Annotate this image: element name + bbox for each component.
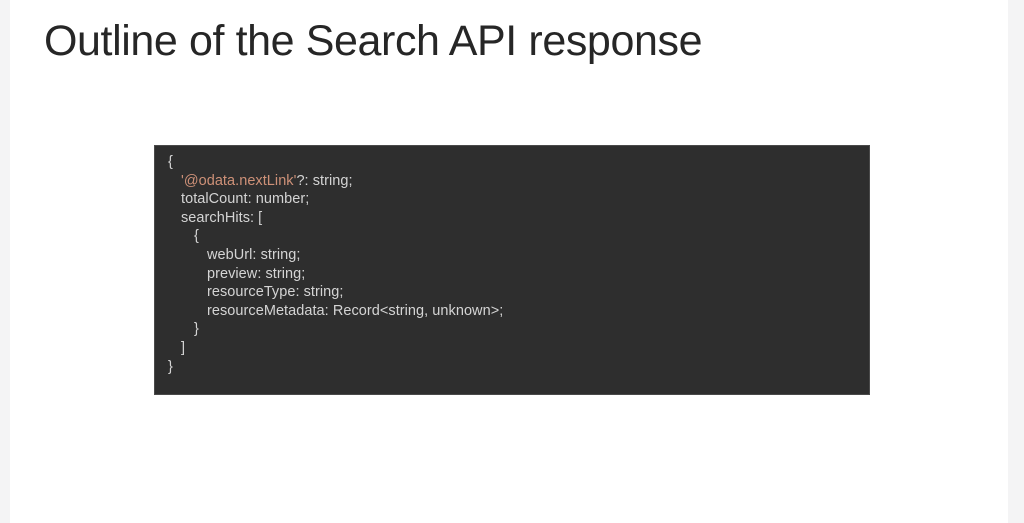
code-token-plain: ] — [181, 339, 186, 356]
slide-content-area: Outline of the Search API response { '@od… — [10, 0, 1008, 523]
code-line: } — [168, 320, 861, 339]
code-token-plain: resourceType: string; — [207, 284, 344, 301]
code-token-plain: totalCount: number; — [181, 191, 310, 208]
code-line: totalCount: number; — [168, 190, 861, 209]
code-line: } — [168, 358, 861, 377]
code-block: {'@odata.nextLink'?: string;totalCount: … — [168, 153, 861, 376]
code-token-string: '@odata.nextLink' — [181, 172, 297, 189]
code-line: '@odata.nextLink'?: string; — [168, 172, 861, 191]
code-line: searchHits: [ — [168, 209, 861, 228]
code-token-plain: { — [168, 154, 173, 170]
code-token-plain: resourceMetadata: Record<string, unknown… — [207, 302, 504, 319]
code-token-plain: ?: string; — [296, 172, 353, 189]
left-gutter — [0, 0, 10, 523]
code-token-plain: } — [194, 321, 199, 338]
code-panel: {'@odata.nextLink'?: string;totalCount: … — [155, 146, 869, 394]
code-line: resourceType: string; — [168, 283, 861, 302]
code-line: resourceMetadata: Record<string, unknown… — [168, 302, 861, 321]
code-token-plain: { — [194, 228, 199, 245]
page-title: Outline of the Search API response — [44, 17, 703, 65]
code-token-plain: } — [168, 358, 173, 375]
code-line: preview: string; — [168, 265, 861, 284]
code-line: { — [168, 153, 861, 172]
code-token-plain: preview: string; — [207, 265, 306, 282]
code-line: { — [168, 227, 861, 246]
code-line: ] — [168, 339, 861, 358]
code-line: webUrl: string; — [168, 246, 861, 265]
code-token-plain: webUrl: string; — [207, 246, 301, 263]
code-token-plain: searchHits: [ — [181, 209, 263, 226]
right-gutter — [1008, 0, 1024, 523]
